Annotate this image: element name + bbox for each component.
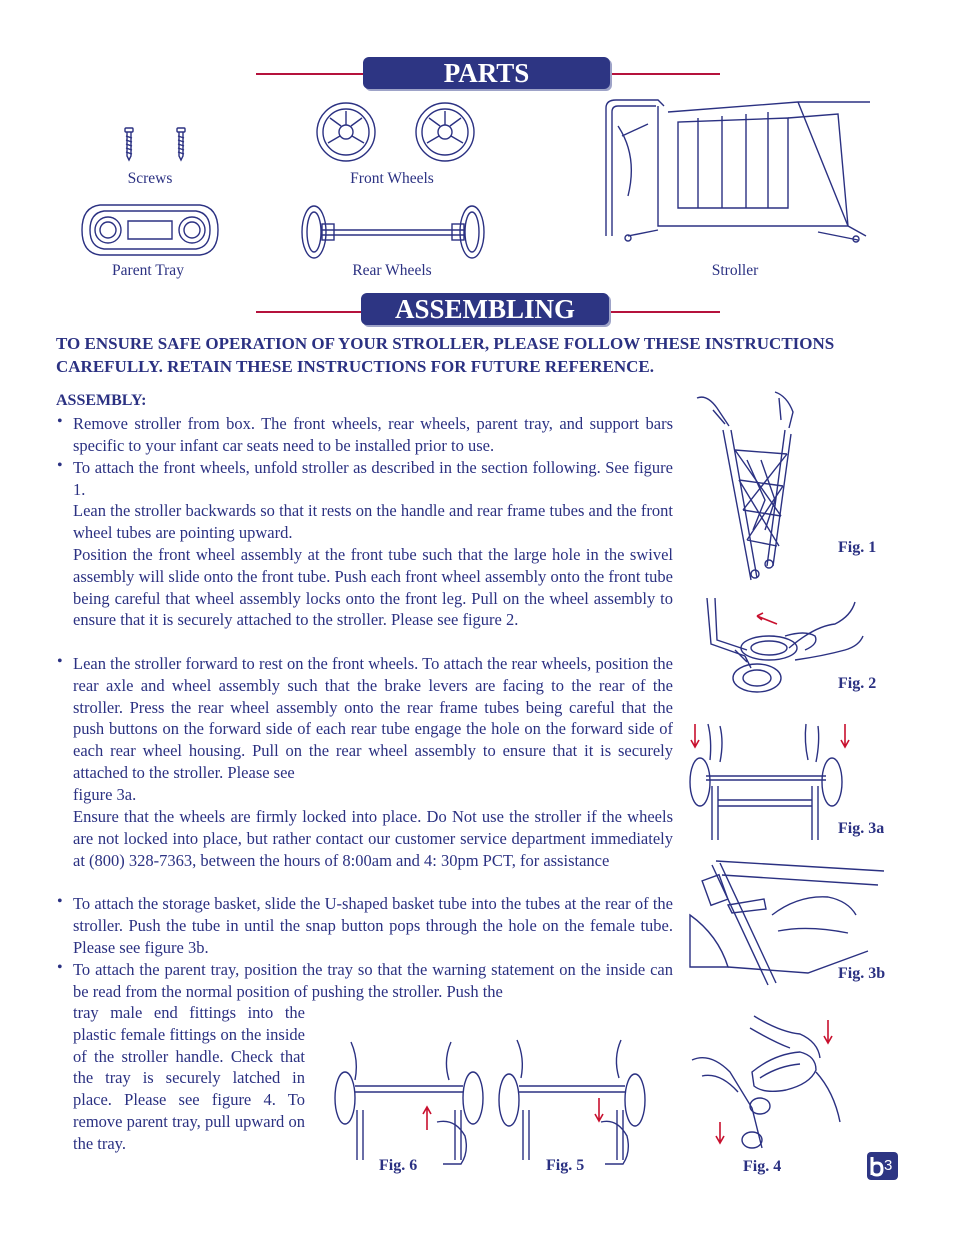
figure-2-label: Fig. 2 bbox=[838, 675, 877, 692]
figure-3b-label: Fig. 3b bbox=[838, 965, 886, 982]
parent-tray-illustration bbox=[81, 204, 219, 256]
figure-6-illustration bbox=[334, 1041, 484, 1165]
figure-3a-illustration bbox=[689, 723, 850, 840]
assembling-rule-left bbox=[256, 311, 364, 313]
assembly-heading: ASSEMBLY: bbox=[56, 392, 147, 409]
bullet-1: • bbox=[57, 413, 63, 430]
assembling-banner: ASSEMBLING bbox=[361, 293, 609, 325]
paragraph-lean-backwards: Lean the stroller backwards so that it r… bbox=[73, 501, 673, 542]
bullet-3: • bbox=[57, 653, 63, 670]
figure-3a-label: Fig. 3a bbox=[838, 820, 885, 837]
parts-rule-left bbox=[256, 73, 366, 75]
screws-illustration bbox=[124, 127, 186, 162]
parts-rule-right bbox=[608, 73, 720, 75]
screws-caption: Screws bbox=[127, 170, 173, 187]
figure-1-label: Fig. 1 bbox=[838, 539, 877, 556]
bullet-4: • bbox=[57, 893, 63, 910]
paragraph-storage-basket: To attach the storage basket, slide the … bbox=[73, 894, 673, 957]
bullet-5: • bbox=[57, 959, 63, 976]
figure-1-illustration bbox=[696, 391, 794, 581]
rear-wheels-illustration bbox=[301, 205, 485, 259]
paragraph-front-wheels-intro: To attach the front wheels, unfold strol… bbox=[73, 458, 673, 499]
stroller-illustration bbox=[605, 99, 870, 243]
paragraph-position-front-wheel: Position the front wheel assembly at the… bbox=[73, 545, 673, 630]
rear-wheels-caption: Rear Wheels bbox=[352, 262, 432, 279]
figure-2-illustration bbox=[706, 597, 864, 693]
bullet-2: • bbox=[57, 457, 63, 474]
figure-4-label: Fig. 4 bbox=[743, 1158, 782, 1175]
figure-5-illustration bbox=[498, 1039, 646, 1165]
assembling-title: ASSEMBLING bbox=[394, 294, 576, 324]
paragraph-parent-tray-intro: To attach the parent tray, position the … bbox=[73, 960, 673, 1001]
paragraph-rear-wheels: Lean the stroller forward to rest on the… bbox=[73, 654, 673, 782]
paragraph-remove-from-box: Remove stroller from box. The front whee… bbox=[73, 414, 673, 455]
figure-6-label: Fig. 6 bbox=[379, 1157, 418, 1174]
brand-mark-icon bbox=[870, 1157, 884, 1177]
figure-3b-illustration bbox=[689, 860, 885, 986]
paragraph-rear-wheels-tail: figure 3a. bbox=[73, 785, 137, 804]
front-wheels-illustration bbox=[316, 102, 475, 162]
safety-warning: TO ENSURE SAFE OPERATION OF YOUR STROLLE… bbox=[56, 334, 835, 376]
paragraph-parent-tray-steps: tray male end fittings into the plastic … bbox=[73, 1003, 305, 1153]
figure-5-label: Fig. 5 bbox=[546, 1157, 585, 1174]
paragraph-wheels-locked: Ensure that the wheels are firmly locked… bbox=[73, 807, 673, 870]
stroller-caption: Stroller bbox=[711, 262, 759, 279]
page-number: 3 bbox=[884, 1157, 893, 1174]
parts-banner: PARTS bbox=[363, 57, 610, 89]
parts-title: PARTS bbox=[443, 58, 530, 88]
figure-4-illustration bbox=[691, 1015, 841, 1149]
page-number-badge: 3 bbox=[867, 1152, 898, 1180]
assembling-rule-right bbox=[608, 311, 720, 313]
front-wheels-caption: Front Wheels bbox=[350, 170, 434, 187]
parent-tray-caption: Parent Tray bbox=[112, 262, 184, 279]
